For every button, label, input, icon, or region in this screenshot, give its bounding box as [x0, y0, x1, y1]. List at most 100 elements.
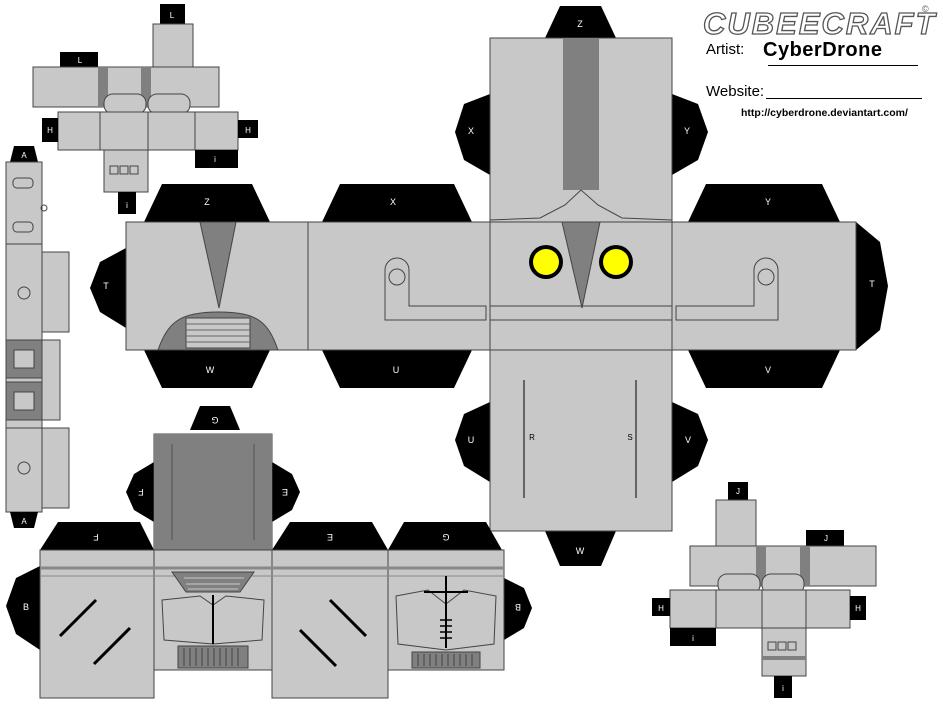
tab-z-top [545, 6, 616, 38]
thumb-band [762, 656, 806, 660]
tab-v-right [688, 350, 840, 388]
cubeecraft-logo: CUBEECRAFT [702, 5, 937, 41]
tab-label: i [126, 201, 128, 210]
arm-side [41, 251, 70, 333]
tab-label: i [782, 684, 784, 693]
face-brow [489, 189, 673, 221]
tab-g-top [190, 406, 240, 430]
tab-t-right [856, 222, 888, 350]
arm-joint-side [41, 339, 61, 421]
tab-v-lower [672, 402, 708, 482]
website-underline [766, 98, 922, 99]
tab-label: L [170, 11, 175, 20]
rivet [12, 177, 34, 189]
face-jaw [489, 305, 673, 321]
tab-e-side [272, 462, 300, 522]
tab-label: X [468, 126, 474, 136]
face-nose [561, 221, 601, 309]
tab-label: A [21, 517, 27, 526]
hand-thumb [103, 149, 149, 193]
back-panel [395, 589, 497, 651]
artist-label: Artist: [706, 41, 745, 58]
arm-joint-inner [13, 349, 35, 369]
back-spine-ridges [440, 619, 452, 639]
vent-grille [185, 317, 251, 349]
thumb-nail [787, 641, 797, 651]
chest-panel [161, 595, 265, 645]
tab-z-left [144, 184, 270, 222]
tab-l-top [160, 4, 185, 24]
tab-label: U [393, 365, 400, 375]
tab-h-right [238, 120, 258, 138]
ear-hole [757, 268, 775, 286]
tab-f-top [40, 522, 154, 550]
tab-label: G [211, 415, 218, 425]
tab-label: U [468, 435, 475, 445]
tab-label: J [824, 534, 828, 543]
elbow-ring [17, 461, 31, 475]
tab-label: T [103, 281, 109, 291]
tab-j-right [806, 530, 844, 546]
tab-l-left [60, 52, 98, 67]
tab-label: Z [577, 19, 583, 29]
artist-name: CyberDrone [763, 39, 883, 61]
tab-label: Y [684, 126, 690, 136]
tab-a-top [10, 146, 38, 162]
hand-knuckle [147, 93, 191, 115]
tab-j-top [728, 482, 748, 500]
tab-x-side [455, 94, 490, 175]
thumb-nail [129, 165, 139, 175]
tab-i-top [195, 150, 238, 168]
website-url: http://cyberdrone.deviantart.com/ [741, 107, 908, 119]
arm-panel [5, 161, 43, 513]
tab-label: S [627, 433, 632, 442]
eye-left-glow [533, 249, 559, 275]
artist-underline [768, 65, 918, 66]
hand-dark-strip [141, 67, 151, 107]
tab-label: B [23, 602, 29, 612]
tab-label: W [576, 546, 585, 556]
tab-label: V [765, 365, 771, 375]
face-ear-right [675, 257, 779, 321]
tab-a-bottom [10, 512, 38, 528]
side-mark [92, 626, 132, 666]
tab-i-bottom [774, 676, 792, 698]
head-side-spike [199, 221, 237, 309]
tab-label: X [390, 197, 396, 207]
hand-lower-strip [669, 589, 851, 629]
tab-label: Y [765, 197, 771, 207]
bolt [40, 204, 48, 212]
hand-top-block [152, 23, 194, 68]
left-hand-piece: L L H H i i [32, 4, 258, 214]
tab-label: J [736, 487, 740, 496]
tab-label: i [692, 634, 694, 643]
tab-u-mid [322, 350, 472, 388]
tab-h-left [652, 598, 670, 616]
rivet [12, 221, 34, 233]
tab-label: F [138, 487, 144, 497]
tab-label: F [93, 532, 99, 542]
tab-label: E [327, 532, 333, 542]
tab-i-bottom [118, 192, 136, 214]
tab-x-mid [322, 184, 472, 222]
side-mark [298, 628, 338, 668]
tab-label: A [21, 151, 27, 160]
tab-h-left [42, 118, 58, 142]
tab-u-lower [455, 402, 490, 482]
tab-f-side [126, 462, 154, 522]
tab-label: Z [204, 197, 210, 207]
tab-label: G [442, 532, 449, 542]
right-hand-piece: J J H H i i [652, 482, 877, 698]
chest-collar [171, 571, 255, 593]
tab-h-right [850, 596, 866, 620]
tab-w-bottom [545, 531, 616, 566]
tab-label: H [658, 604, 664, 613]
hand-dark-strip [98, 67, 108, 107]
tab-t-left [90, 248, 126, 328]
tab-label: V [685, 435, 691, 445]
elbow-ring [17, 286, 31, 300]
body-right-face [271, 549, 389, 699]
grille-bars [417, 654, 473, 666]
head-crest [563, 38, 599, 190]
